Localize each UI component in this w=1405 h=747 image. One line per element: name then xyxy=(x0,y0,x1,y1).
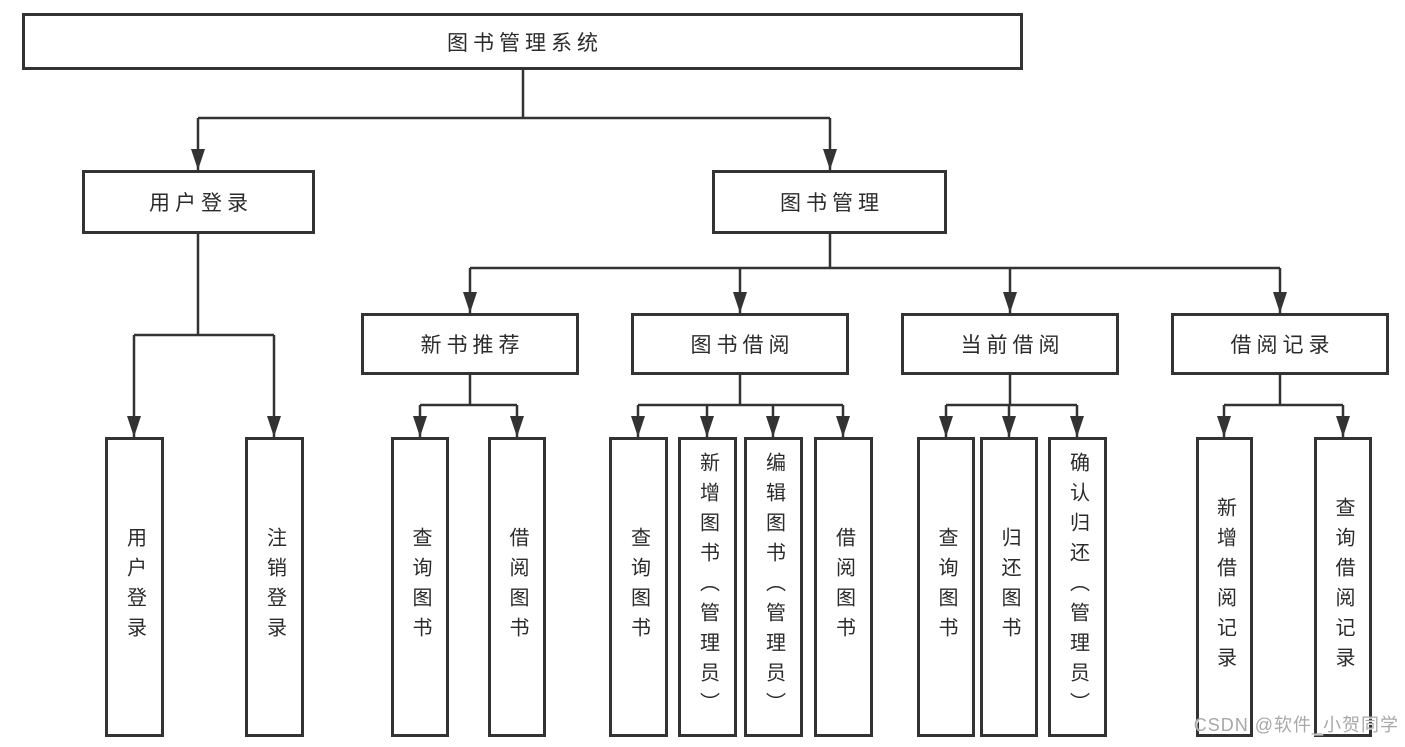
node-leaf-query-book-2: 查询图书 xyxy=(609,437,668,737)
connector-book-borrow-to-leaves xyxy=(636,375,845,437)
node-leaf-query-book-1-label: 查询图书 xyxy=(409,527,431,647)
node-leaf-return-book: 归还图书 xyxy=(980,437,1038,737)
node-root: 图书管理系统 xyxy=(22,13,1023,70)
node-leaf-borrow-book-1: 借阅图书 xyxy=(488,437,546,737)
node-book-borrow-label: 图书借阅 xyxy=(690,334,795,357)
node-leaf-add-record-label: 新增借阅记录 xyxy=(1213,497,1236,677)
node-leaf-query-book-1: 查询图书 xyxy=(391,437,449,737)
connector-root-to-level2 xyxy=(196,70,832,170)
node-leaf-query-book-2-label: 查询图书 xyxy=(627,527,650,647)
watermark: CSDN @软件_小贺同学 xyxy=(1193,715,1399,735)
node-leaf-borrow-book-2-label: 借阅图书 xyxy=(832,527,855,647)
node-book-borrow: 图书借阅 xyxy=(631,313,849,375)
node-leaf-query-book-3-label: 查询图书 xyxy=(935,527,957,647)
node-leaf-add-book: 新增图书（管理员） xyxy=(678,437,737,737)
node-leaf-add-book-label: 新增图书（管理员） xyxy=(696,452,719,722)
node-leaf-borrow-book-2: 借阅图书 xyxy=(814,437,873,737)
arrowhead-icon xyxy=(413,416,427,437)
node-new-book-rec: 新书推荐 xyxy=(361,313,579,375)
node-leaf-confirm-return-label: 确认归还（管理员） xyxy=(1066,452,1089,722)
node-borrow-record-label: 借阅记录 xyxy=(1230,334,1335,357)
connector-book-mgmt-to-level3 xyxy=(468,234,1282,313)
connector-new-book-rec-to-leaves xyxy=(418,375,519,437)
node-leaf-edit-book-label: 编辑图书（管理员） xyxy=(762,452,785,722)
arrowhead-icon xyxy=(766,416,780,437)
node-leaf-query-record: 查询借阅记录 xyxy=(1314,437,1372,737)
node-leaf-add-record: 新增借阅记录 xyxy=(1196,437,1253,737)
arrowhead-icon xyxy=(1002,416,1016,437)
node-current-borrow: 当前借阅 xyxy=(901,313,1119,375)
node-borrow-record: 借阅记录 xyxy=(1171,313,1389,375)
node-book-mgmt: 图书管理 xyxy=(712,170,947,234)
arrowhead-icon xyxy=(700,416,714,437)
node-leaf-confirm-return: 确认归还（管理员） xyxy=(1048,437,1107,737)
arrowhead-icon xyxy=(939,416,953,437)
node-current-borrow-label: 当前借阅 xyxy=(960,334,1065,357)
arrowhead-icon xyxy=(1336,416,1350,437)
arrowhead-icon xyxy=(1273,292,1287,313)
arrowhead-icon xyxy=(191,149,205,170)
node-leaf-logout-label: 注销登录 xyxy=(263,527,286,647)
connector-user-login-to-leaves xyxy=(132,234,276,437)
node-root-label: 图书管理系统 xyxy=(447,31,603,55)
arrowhead-icon xyxy=(463,292,477,313)
connector-borrow-record-to-leaves xyxy=(1222,375,1345,437)
arrowhead-icon xyxy=(1070,416,1084,437)
arrowhead-icon xyxy=(1217,416,1231,437)
arrowhead-icon xyxy=(733,292,747,313)
node-leaf-logout: 注销登录 xyxy=(245,437,304,737)
arrowhead-icon xyxy=(127,416,141,437)
arrowhead-icon xyxy=(267,416,281,437)
node-user-login-label: 用户登录 xyxy=(149,192,253,215)
arrowhead-icon xyxy=(631,416,645,437)
node-leaf-query-record-label: 查询借阅记录 xyxy=(1332,497,1354,677)
node-book-mgmt-label: 图书管理 xyxy=(780,192,884,215)
arrowhead-icon xyxy=(510,416,524,437)
node-user-login: 用户登录 xyxy=(82,170,315,234)
node-leaf-query-book-3: 查询图书 xyxy=(917,437,975,737)
arrowhead-icon xyxy=(836,416,850,437)
node-leaf-user-login: 用户登录 xyxy=(105,437,164,737)
node-leaf-user-login-label: 用户登录 xyxy=(123,527,146,647)
node-new-book-rec-label: 新书推荐 xyxy=(420,334,525,357)
node-leaf-borrow-book-1-label: 借阅图书 xyxy=(506,527,528,647)
node-leaf-return-book-label: 归还图书 xyxy=(998,527,1020,647)
arrowhead-icon xyxy=(1003,292,1017,313)
arrowhead-icon xyxy=(823,149,837,170)
node-leaf-edit-book: 编辑图书（管理员） xyxy=(744,437,803,737)
